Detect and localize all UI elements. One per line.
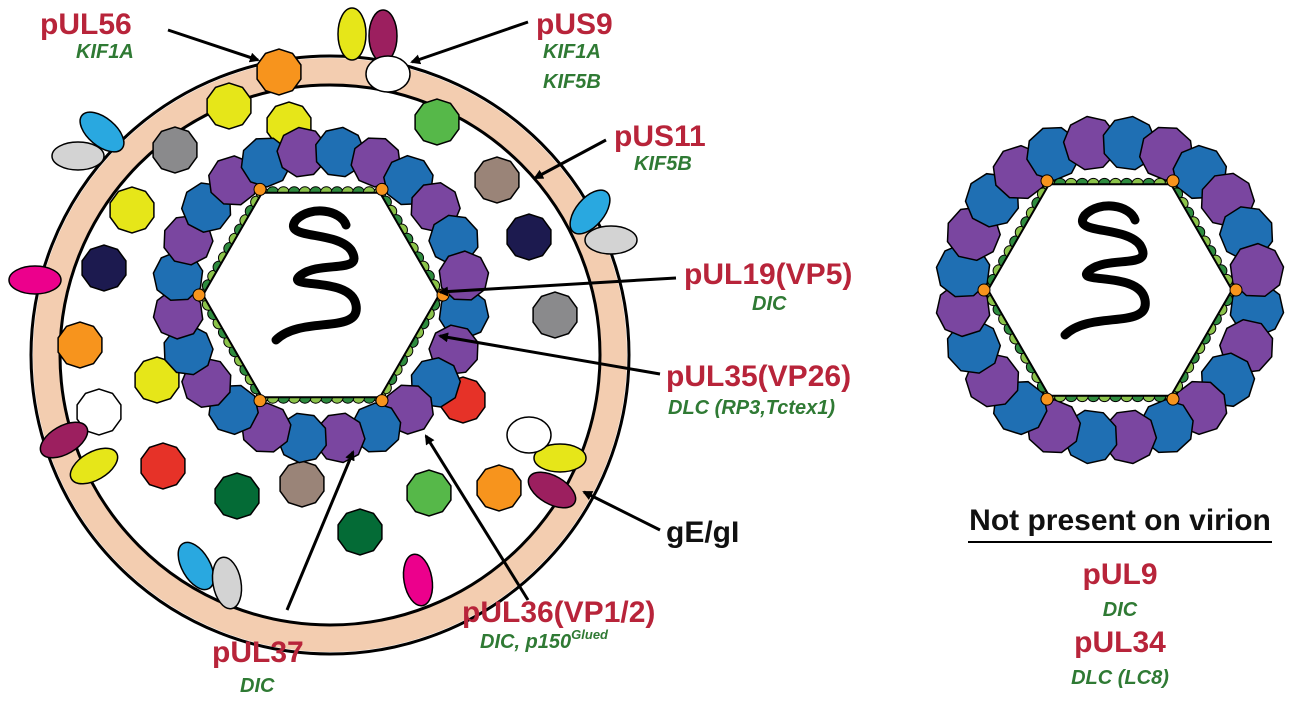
label-pus9-motor1: KIF1A (543, 41, 601, 63)
label-pul35: pUL35(VP26) (666, 360, 851, 393)
arrow-pul37 (285, 450, 355, 611)
capsid-left (152, 126, 490, 464)
not-present-block: Not present on virion pUL9 DIC pUL34 DLC… (968, 504, 1272, 689)
glycoprotein (8, 265, 62, 295)
portal-vertex (1040, 174, 1054, 188)
label-pul36-motor-main: DIC, p150 (480, 631, 571, 653)
tegument-protein (414, 98, 460, 146)
label-pus11-motor: KIF5B (634, 153, 692, 175)
not-present-item-2-motor: DLC (LC8) (1071, 667, 1169, 689)
arrow-pul56 (167, 28, 260, 63)
label-pul37-motor: DIC (240, 675, 275, 697)
label-pul36-motor-sup: Glued (571, 627, 609, 642)
tegument-protein (57, 321, 103, 369)
glycoprotein (69, 447, 119, 485)
envelope-glycoproteins (8, 7, 638, 610)
glycoprotein (211, 556, 243, 610)
tegument-protein (206, 82, 252, 130)
label-pus9: pUS9 (536, 8, 613, 41)
not-present-heading: Not present on virion (969, 504, 1271, 537)
tegument-protein (76, 388, 122, 436)
label-ge-gi: gE/gI (666, 516, 739, 549)
arrow-pul36 (424, 434, 530, 601)
glycoprotein (39, 421, 89, 459)
glycoprotein (337, 7, 367, 61)
capsid-interior (986, 183, 1234, 397)
portal-vertex (977, 283, 991, 297)
portal-vertex (375, 182, 389, 196)
portal-vertex (1166, 174, 1180, 188)
tegument-protein (279, 460, 325, 508)
glycoprotein (569, 189, 611, 235)
glycoprotein (79, 111, 125, 153)
capsomer (1229, 242, 1285, 298)
capsid-right (935, 115, 1285, 465)
glycoprotein (177, 541, 215, 591)
label-pul37: pUL37 (212, 636, 304, 669)
tegument-protein (152, 126, 198, 174)
tegument-protein (532, 291, 578, 339)
arrow-gegi (582, 490, 661, 532)
glycoprotein (368, 9, 398, 63)
not-present-item-1-name: pUL9 (1083, 558, 1158, 591)
tegument-protein (81, 244, 127, 292)
glycoprotein (584, 225, 638, 255)
portal-vertex (1229, 283, 1243, 297)
label-pul56: pUL56 (40, 8, 132, 41)
label-pul56-motor: KIF1A (76, 41, 134, 63)
glycoprotein (402, 553, 434, 607)
tegument-protein (476, 464, 522, 512)
tegument-protein (140, 442, 186, 490)
portal-vertex (375, 394, 389, 408)
tegument-protein (474, 156, 520, 204)
label-pul19-motor: DIC (752, 293, 787, 315)
glycoprotein (51, 141, 105, 171)
arrow-pus9 (410, 20, 529, 65)
glycoprotein (527, 471, 577, 509)
glycoprotein (533, 443, 587, 473)
tegument-protein (337, 508, 383, 556)
tegument-protein (506, 213, 552, 261)
label-pus9-motor2: KIF5B (543, 71, 601, 93)
arrow-pul35 (438, 332, 661, 376)
portal-vertex (1166, 392, 1180, 406)
label-pul19: pUL19(VP5) (684, 258, 852, 291)
portal-vertex (1040, 392, 1054, 406)
virion-envelope (29, 54, 631, 656)
portal-vertex (253, 182, 267, 196)
glycoprotein (365, 55, 411, 93)
label-pus11: pUS11 (614, 120, 706, 153)
glycoprotein (506, 416, 552, 454)
arrow-pul19 (438, 276, 677, 297)
tegument-protein (109, 186, 155, 234)
not-present-item-1-motor: DIC (1103, 599, 1138, 621)
dna-genome (271, 206, 361, 345)
tegument-protein (214, 472, 260, 520)
capsomer (438, 250, 490, 301)
arrow-pus11 (533, 138, 607, 180)
portal-vertex (192, 288, 206, 302)
tegument-protein (406, 469, 452, 517)
protein-labels: pUL56 KIF1A pUS9 KIF1A KIF5B pUS11 KIF5B… (40, 8, 852, 697)
tegument-protein (256, 48, 302, 96)
pointer-arrows (167, 20, 677, 611)
label-pul36: pUL36(VP1/2) (462, 596, 655, 629)
portal-vertex (253, 394, 267, 408)
not-present-item-2-name: pUL34 (1074, 626, 1166, 659)
capsid-interior (201, 191, 441, 399)
dna-genome (1060, 201, 1150, 340)
label-pul36-motor: DIC, p150Glued (480, 627, 609, 653)
label-pul35-motor: DLC (RP3,Tctex1) (668, 397, 835, 419)
